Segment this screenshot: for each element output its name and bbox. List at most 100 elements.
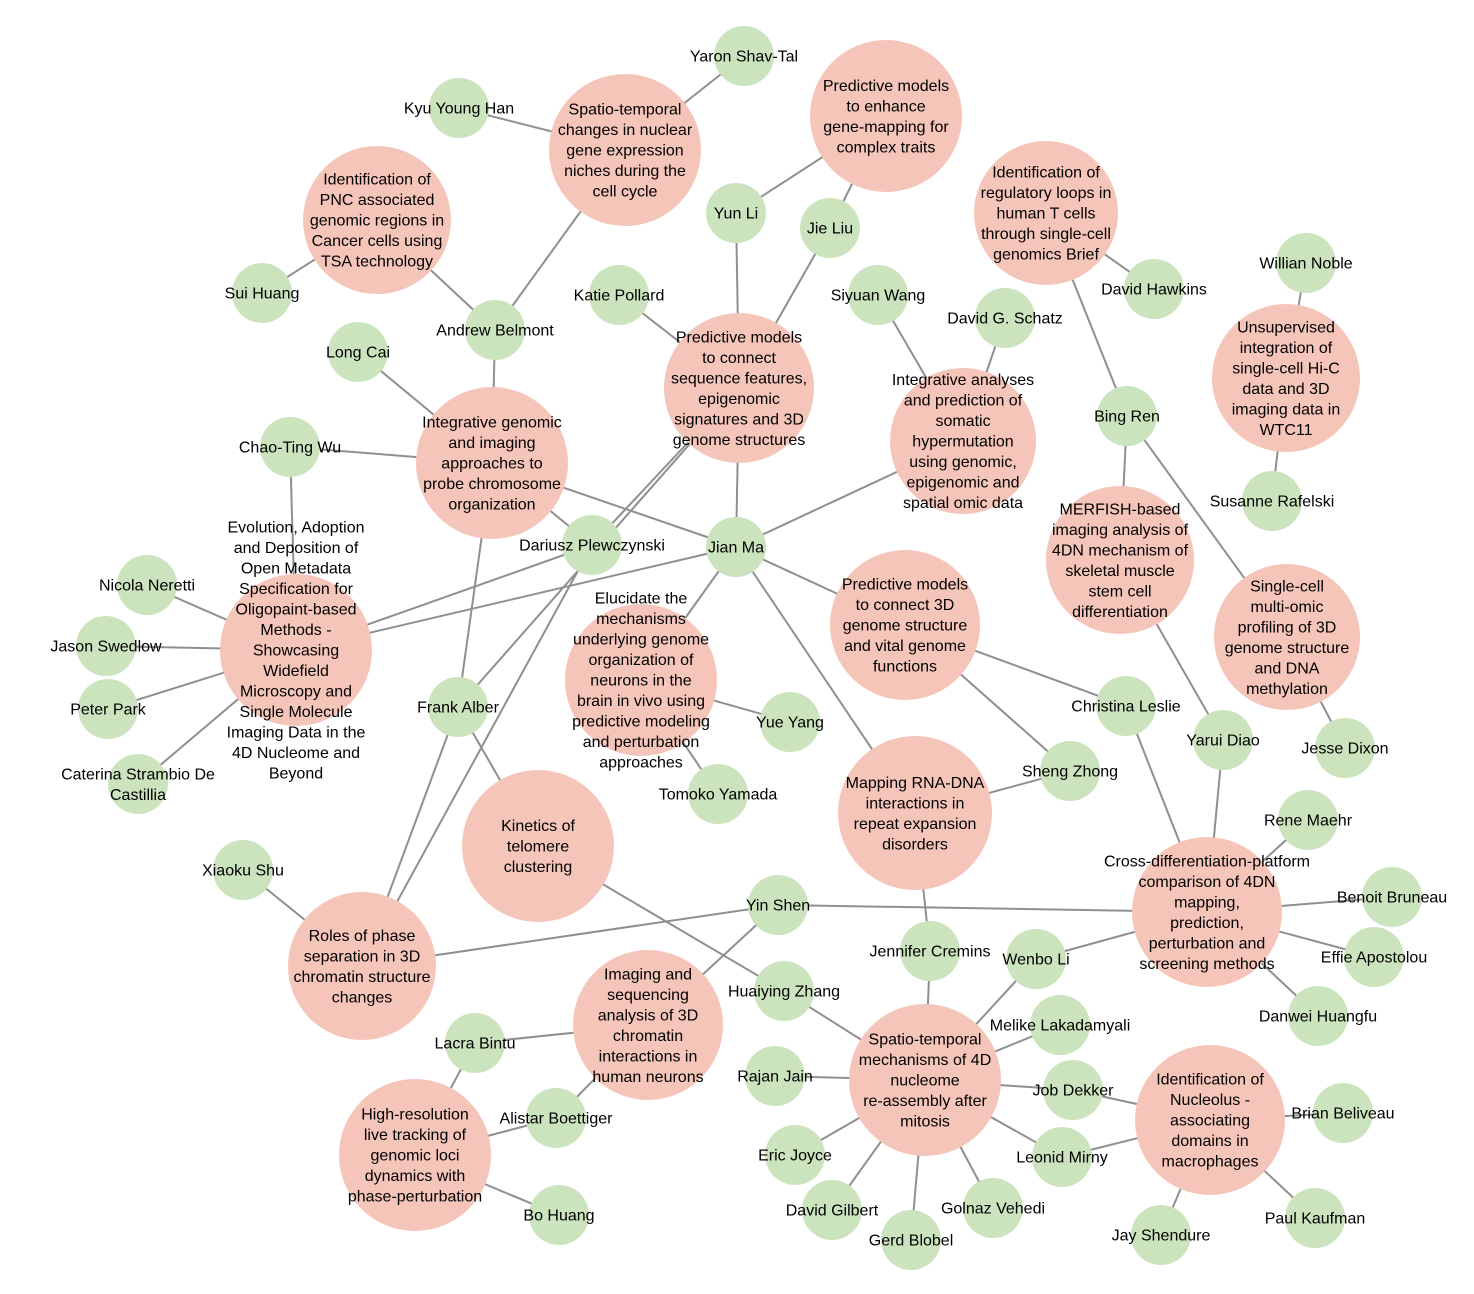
person-node-yue-yang[interactable] xyxy=(760,692,820,752)
person-node-jason-swedlow[interactable] xyxy=(76,616,136,676)
person-circle[interactable] xyxy=(688,764,748,824)
person-circle[interactable] xyxy=(754,961,814,1021)
project-node-single-cell-multiomic[interactable] xyxy=(1214,564,1360,710)
project-node-neurons-in-brain[interactable] xyxy=(565,604,717,756)
project-circle[interactable] xyxy=(339,1079,491,1231)
project-node-sequence-epigenomic-3d[interactable] xyxy=(664,313,814,463)
person-circle[interactable] xyxy=(1124,259,1184,319)
person-circle[interactable] xyxy=(76,616,136,676)
person-node-bo-huang[interactable] xyxy=(529,1185,589,1245)
person-node-xiaoku-shu[interactable] xyxy=(213,840,273,900)
person-circle[interactable] xyxy=(1006,929,1066,989)
person-circle[interactable] xyxy=(706,183,766,243)
project-circle[interactable] xyxy=(303,146,451,294)
person-circle[interactable] xyxy=(765,1125,825,1185)
person-circle[interactable] xyxy=(1030,995,1090,1055)
project-circle[interactable] xyxy=(573,950,723,1100)
person-node-paul-kaufman[interactable] xyxy=(1285,1188,1345,1248)
person-circle[interactable] xyxy=(800,198,860,258)
person-node-yin-shen[interactable] xyxy=(748,875,808,935)
person-circle[interactable] xyxy=(1285,1188,1345,1248)
person-circle[interactable] xyxy=(1278,790,1338,850)
project-node-somatic-hypermutation[interactable] xyxy=(890,368,1036,514)
person-circle[interactable] xyxy=(526,1088,586,1148)
project-node-mitosis-reassembly[interactable] xyxy=(849,1004,1001,1156)
person-circle[interactable] xyxy=(881,1210,941,1270)
project-circle[interactable] xyxy=(830,550,980,700)
person-node-sui-huang[interactable] xyxy=(232,263,292,323)
person-circle[interactable] xyxy=(445,1013,505,1073)
person-circle[interactable] xyxy=(848,265,908,325)
person-node-danwei-huangfu[interactable] xyxy=(1288,986,1348,1046)
person-circle[interactable] xyxy=(714,26,774,86)
person-node-effie-apostolou[interactable] xyxy=(1344,927,1404,987)
person-node-yaron-shav-tal[interactable] xyxy=(714,26,774,86)
person-circle[interactable] xyxy=(1362,867,1422,927)
person-node-jian-ma[interactable] xyxy=(706,517,766,577)
person-circle[interactable] xyxy=(1097,386,1157,446)
person-node-siyuan-wang[interactable] xyxy=(848,265,908,325)
person-node-david-g-schatz[interactable] xyxy=(975,288,1035,348)
person-circle[interactable] xyxy=(108,754,168,814)
person-node-eric-joyce[interactable] xyxy=(765,1125,825,1185)
project-node-merfish-muscle[interactable] xyxy=(1046,486,1194,634)
person-node-brian-beliveau[interactable] xyxy=(1313,1083,1373,1143)
person-node-jennifer-cremins[interactable] xyxy=(900,921,960,981)
person-node-susanne-rafelski[interactable] xyxy=(1242,471,1302,531)
person-node-andrew-belmont[interactable] xyxy=(465,300,525,360)
project-node-imaging-sequencing-neurons[interactable] xyxy=(573,950,723,1100)
person-circle[interactable] xyxy=(1193,710,1253,770)
person-node-bing-ren[interactable] xyxy=(1097,386,1157,446)
person-node-jie-liu[interactable] xyxy=(800,198,860,258)
project-node-spatio-temporal-cell-cycle[interactable] xyxy=(549,74,701,226)
person-node-frank-alber[interactable] xyxy=(428,677,488,737)
person-node-rajan-jain[interactable] xyxy=(745,1046,805,1106)
person-node-nicola-neretti[interactable] xyxy=(117,555,177,615)
person-node-kyu-young-han[interactable] xyxy=(429,78,489,138)
project-circle[interactable] xyxy=(838,736,992,890)
person-circle[interactable] xyxy=(260,417,320,477)
person-node-david-gilbert[interactable] xyxy=(802,1180,862,1240)
project-circle[interactable] xyxy=(220,574,372,726)
project-node-nucleolus-macrophages[interactable] xyxy=(1135,1045,1285,1195)
project-circle[interactable] xyxy=(462,770,614,922)
person-circle[interactable] xyxy=(748,875,808,935)
person-circle[interactable] xyxy=(1344,927,1404,987)
person-circle[interactable] xyxy=(1040,741,1100,801)
person-node-rene-maehr[interactable] xyxy=(1278,790,1338,850)
person-node-benoit-bruneau[interactable] xyxy=(1362,867,1422,927)
project-node-rna-dna-repeat[interactable] xyxy=(838,736,992,890)
project-circle[interactable] xyxy=(1046,486,1194,634)
person-node-yun-li[interactable] xyxy=(706,183,766,243)
person-circle[interactable] xyxy=(529,1185,589,1245)
project-circle[interactable] xyxy=(1135,1045,1285,1195)
project-node-high-resolution-tracking[interactable] xyxy=(339,1079,491,1231)
person-node-chao-ting-wu[interactable] xyxy=(260,417,320,477)
person-node-willian-noble[interactable] xyxy=(1276,233,1336,293)
person-node-melike-lakadamyali[interactable] xyxy=(1030,995,1090,1055)
person-node-yarui-diao[interactable] xyxy=(1193,710,1253,770)
person-circle[interactable] xyxy=(975,288,1035,348)
person-circle[interactable] xyxy=(117,555,177,615)
project-circle[interactable] xyxy=(890,368,1036,514)
person-circle[interactable] xyxy=(802,1180,862,1240)
person-node-huaiying-zhang[interactable] xyxy=(754,961,814,1021)
project-circle[interactable] xyxy=(1132,837,1282,987)
person-circle[interactable] xyxy=(900,921,960,981)
person-node-tomoko-yamada[interactable] xyxy=(688,764,748,824)
person-circle[interactable] xyxy=(963,1178,1023,1238)
person-circle[interactable] xyxy=(78,679,138,739)
project-circle[interactable] xyxy=(565,604,717,756)
project-node-vital-genome-functions[interactable] xyxy=(830,550,980,700)
person-circle[interactable] xyxy=(706,517,766,577)
person-node-caterina-strambio[interactable] xyxy=(108,754,168,814)
project-node-phase-separation[interactable] xyxy=(288,892,436,1040)
person-circle[interactable] xyxy=(760,692,820,752)
person-node-long-cai[interactable] xyxy=(328,322,388,382)
person-circle[interactable] xyxy=(465,300,525,360)
person-circle[interactable] xyxy=(1096,676,1156,736)
project-node-integrative-genomic-imaging[interactable] xyxy=(416,387,568,539)
person-node-gerd-blobel[interactable] xyxy=(881,1210,941,1270)
person-node-jay-shendure[interactable] xyxy=(1131,1205,1191,1265)
person-node-dariusz-plewczynski[interactable] xyxy=(562,515,622,575)
